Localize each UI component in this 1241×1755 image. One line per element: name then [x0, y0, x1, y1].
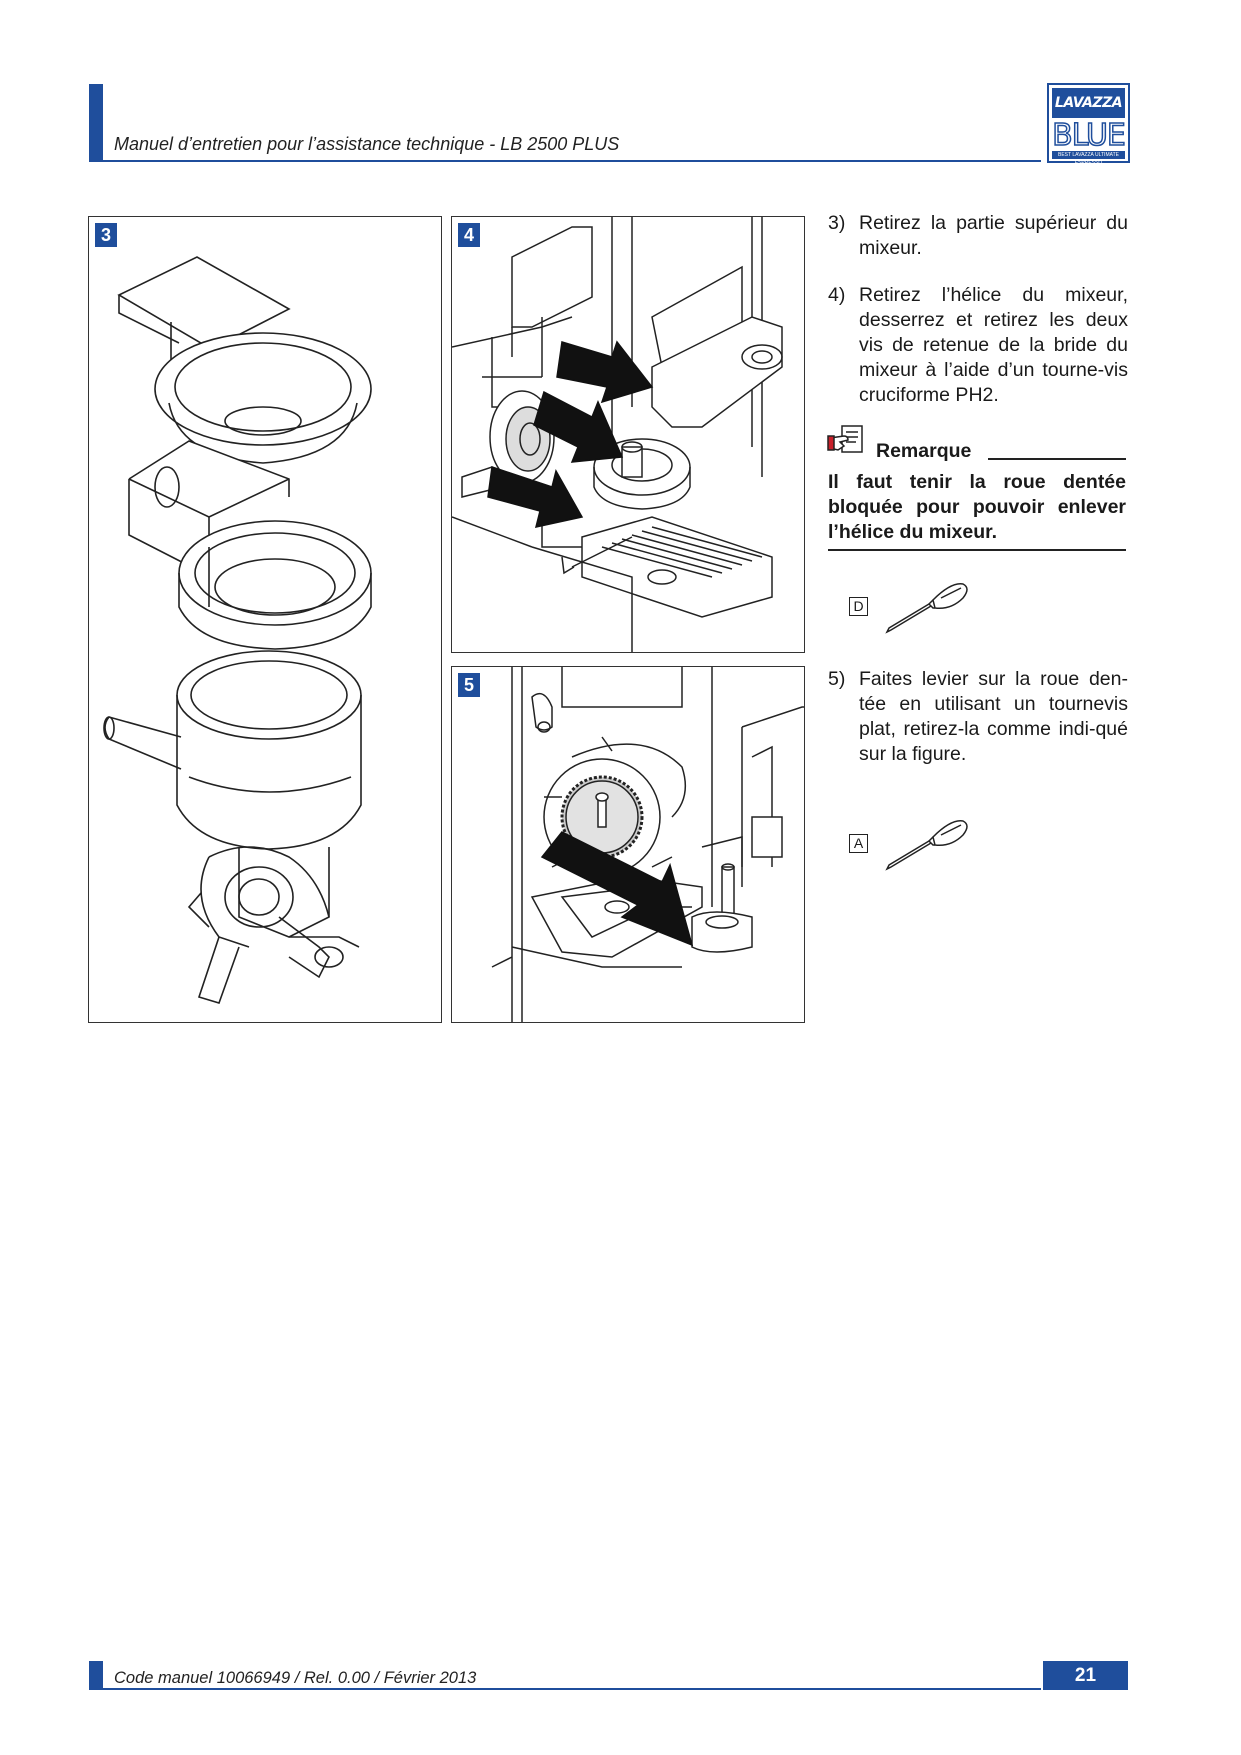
page-header-title: Manuel d’entretien pour l’assistance tec…	[114, 134, 620, 154]
figure-5-panel: 5	[451, 666, 805, 1023]
footer-accent-bar	[89, 1661, 103, 1690]
figure-3-panel: 3	[88, 216, 442, 1023]
brand-logo: LAVAZZA BLUE BEST LAVAZZA ULTIMATE ESPRE…	[1047, 83, 1130, 166]
step-3: 3) Retirez la partie supérieur du mixeur…	[828, 211, 1128, 261]
figure-4-badge: 4	[458, 223, 480, 247]
note-bottom-rule	[828, 549, 1126, 551]
screwdriver-icon	[885, 820, 968, 871]
note-title-rule	[988, 458, 1126, 460]
step-4-text: Retirez l’hélice du mixeur, desserrez et…	[859, 284, 1128, 406]
step-4-number: 4)	[828, 284, 846, 306]
page-number: 21	[1043, 1661, 1128, 1690]
step-3-text: Retirez la partie supérieur du mixeur.	[859, 212, 1128, 259]
step-5-number: 5)	[828, 668, 846, 690]
footer-manual-code: Code manuel 10066949 / Rel. 0.00 / Févri…	[114, 1669, 477, 1687]
mixer-parts-exploded-illustration	[103, 256, 372, 1004]
logo-tagline: BEST LAVAZZA ULTIMATE ESPRESSO	[1052, 151, 1125, 166]
note-title: Remarque	[876, 440, 972, 462]
logo-brand-text: LAVAZZA	[1052, 88, 1125, 118]
screwdriver-icon	[885, 583, 968, 634]
step-5-text: Faites levier sur la roue den-tée en uti…	[859, 668, 1128, 765]
note-hand-icon	[827, 425, 863, 453]
figure-5-badge: 5	[458, 673, 480, 697]
step-3-number: 3)	[828, 212, 846, 234]
logo-blue-text: BLUE	[1051, 118, 1126, 153]
footer-rule	[89, 1688, 1041, 1690]
tool-letter-a: A	[849, 834, 868, 853]
mixer-flange-removal-illustration	[452, 217, 783, 652]
tool-letter-d: D	[849, 597, 868, 616]
header-rule	[89, 160, 1041, 162]
step-4: 4) Retirez l’hélice du mixeur, desserrez…	[828, 283, 1128, 408]
note-body: Il faut tenir la roue dentée bloquée pou…	[828, 471, 1126, 543]
header-accent-bar	[89, 84, 103, 162]
figure-3-badge: 3	[95, 223, 117, 247]
step-5: 5) Faites levier sur la roue den-tée en …	[828, 667, 1128, 767]
figure-4-panel: 4	[451, 216, 805, 653]
gear-wheel-removal-illustration	[491, 667, 804, 1022]
